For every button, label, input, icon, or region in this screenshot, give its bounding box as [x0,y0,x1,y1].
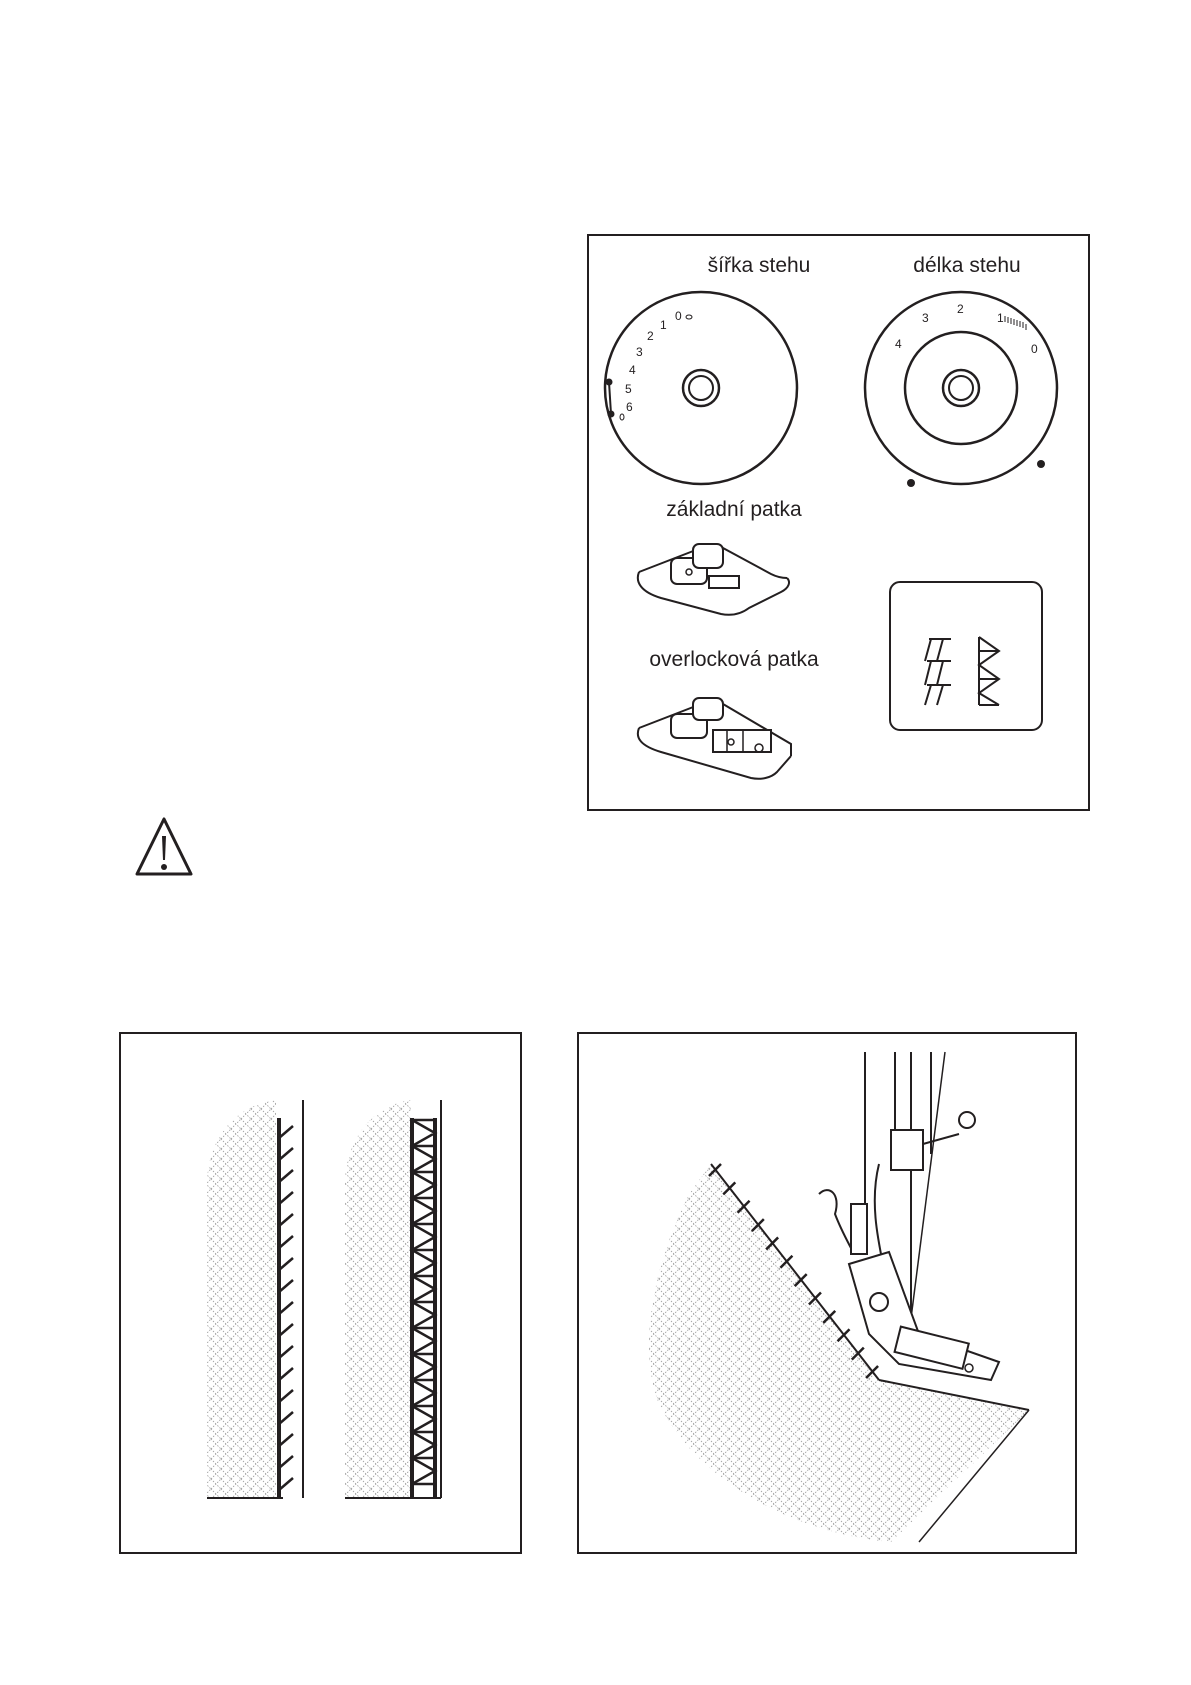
settings-panel: šířka stehu 6 5 4 3 2 1 0 délka stehu 4 … [587,234,1090,811]
sewing-foot-figure [577,1032,1077,1554]
sewing-foot-on-fabric-drawing [579,1034,1079,1556]
warning-triangle-icon [134,816,194,880]
length-mark-0: 0 [1031,342,1038,356]
length-mark-1: 1 [997,311,1004,325]
stitch-selector[interactable] [889,581,1049,733]
length-mark-2: 2 [957,302,964,316]
standard-foot-icon [631,534,811,624]
overlock-foot-icon [631,686,811,786]
overlock-foot-label: overlocková patka [609,648,859,672]
length-mark-4: 4 [895,337,902,351]
seam-samples-figure [119,1032,522,1554]
length-mark-3: 3 [922,311,929,325]
standard-foot-label: základní patka [609,498,859,522]
seam-samples-drawing [121,1034,524,1556]
